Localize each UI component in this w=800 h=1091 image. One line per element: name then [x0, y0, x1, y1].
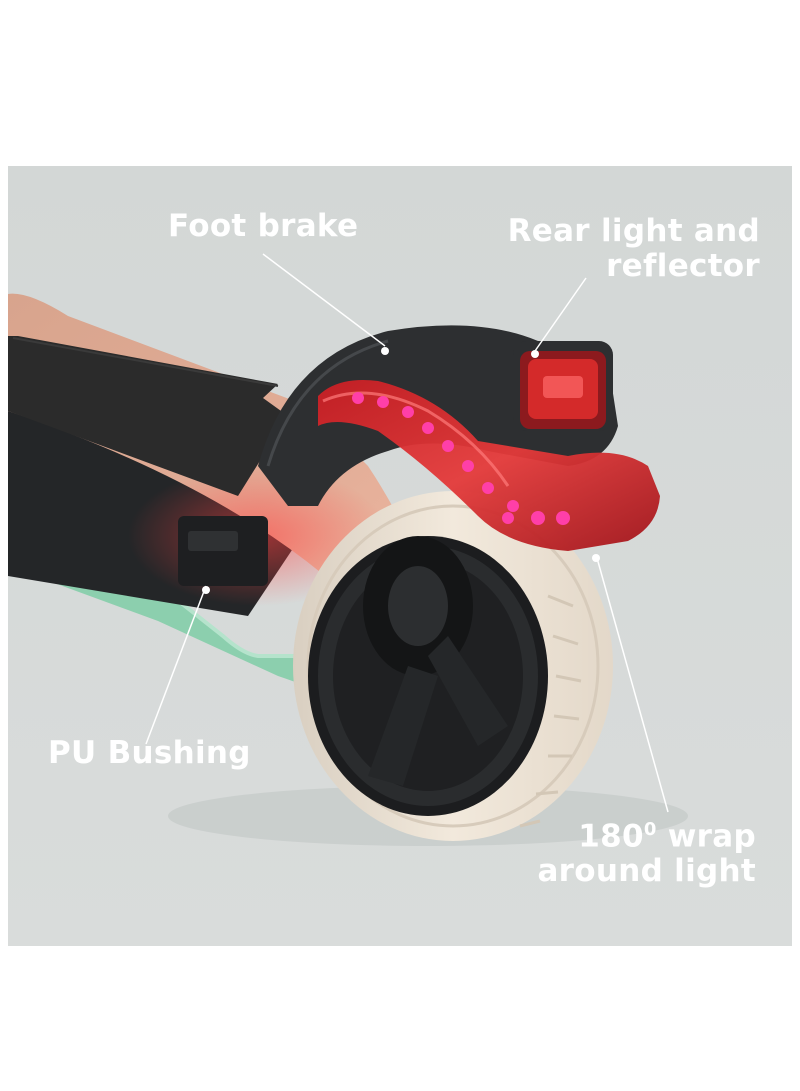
- pu-bushing-text: PU Bushing: [48, 735, 251, 771]
- foot-brake-leader: [262, 253, 386, 347]
- wrap-light-label: 1800 wrap around light: [537, 812, 756, 889]
- rear-light-line1: Rear light and: [507, 213, 760, 249]
- wrap-light-line1: 1800 wrap: [537, 812, 756, 854]
- foot-brake-label: Foot brake: [168, 209, 358, 244]
- rear-light-leader: [534, 277, 587, 352]
- wrap-light-leader: [596, 557, 669, 813]
- wrap-light-word: wrap: [656, 818, 756, 855]
- wrap-light-degree: 0: [643, 819, 657, 840]
- wrap-light-line2: around light: [537, 853, 756, 890]
- wrap-light-dot: [592, 554, 600, 562]
- callout-leader-lines: [145, 253, 669, 813]
- pu-bushing-label: PU Bushing: [48, 736, 251, 771]
- foot-brake-dot: [381, 347, 389, 355]
- foot-brake-text: Foot brake: [168, 208, 359, 244]
- pu-bushing-dot: [202, 586, 210, 594]
- product-photo-panel: [8, 166, 792, 946]
- pu-bushing-leader: [145, 585, 207, 745]
- rear-light-line2: reflector: [606, 248, 760, 284]
- wrap-light-number: 180: [578, 818, 644, 855]
- rear-light-label: Rear light and reflector: [508, 214, 760, 284]
- scooter-illustration: [8, 166, 792, 946]
- rear-light-dot: [531, 350, 539, 358]
